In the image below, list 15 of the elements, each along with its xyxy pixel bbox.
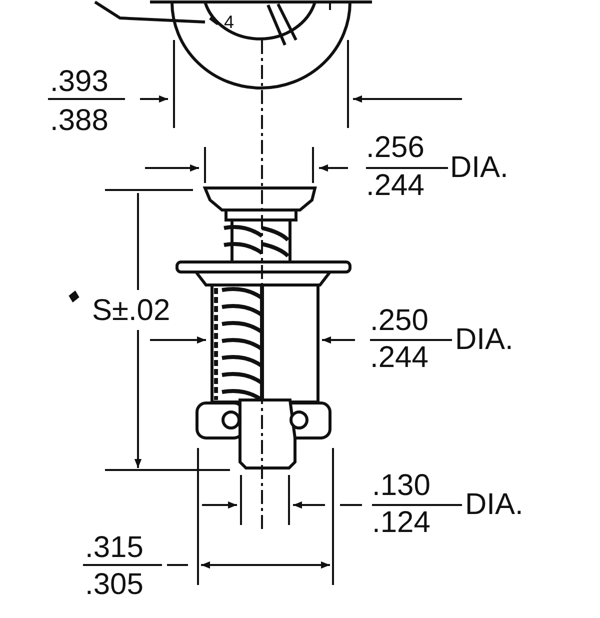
dimension-value: .244 (366, 170, 424, 202)
dia-label: DIA. (455, 324, 514, 356)
dimension-value: .250 (370, 305, 428, 337)
dimension-value: .130 (372, 470, 430, 502)
dia-label: DIA. (450, 152, 508, 184)
callout-number: 4 (224, 12, 234, 32)
dimension-value: .388 (50, 105, 108, 137)
dimension-value: .393 (50, 66, 108, 98)
dimension-value: .315 (85, 532, 144, 564)
dimension-value: .256 (366, 132, 424, 164)
dimension-value: .244 (370, 342, 428, 374)
tolerance-label: S±.02 (92, 295, 170, 327)
dia-label: DIA. (465, 489, 524, 521)
dimension-value: .305 (85, 569, 144, 601)
dimension-value: .124 (372, 507, 430, 539)
